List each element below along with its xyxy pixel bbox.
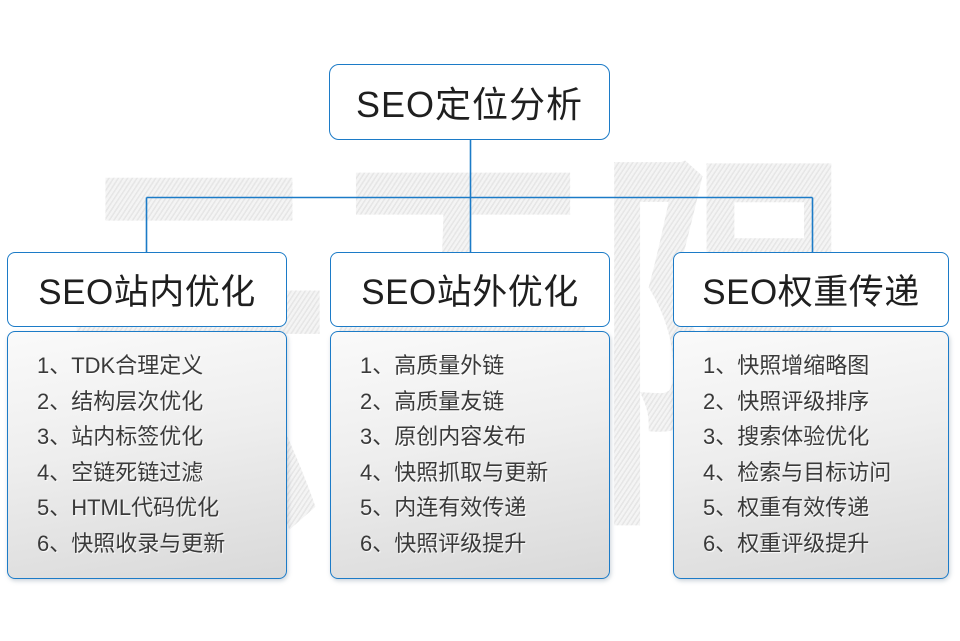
list-item: 6、权重评级提升	[703, 530, 870, 556]
list-item: 3、原创内容发布	[360, 424, 527, 449]
root-node: SEO定位分析	[329, 64, 610, 140]
list-item: 5、HTML代码优化	[37, 495, 220, 520]
list-item: 1、TDK合理定义	[37, 353, 204, 378]
list-item: 3、搜索体验优化	[703, 424, 870, 449]
list-item: 6、快照评级提升	[360, 530, 527, 556]
list-item: 4、空链死链过滤	[37, 459, 204, 485]
list-item: 6、快照收录与更新	[37, 530, 226, 556]
branch-list-onsite: 1、TDK合理定义 2、结构层次优化 3、站内标签优化 4、空链死链过滤 5、H…	[7, 331, 287, 579]
branch-title-offsite: SEO站外优化	[361, 273, 579, 312]
branch-title-weight: SEO权重传递	[702, 273, 920, 312]
branch-node-offsite: SEO站外优化	[330, 252, 610, 327]
branch-list-weight: 1、快照增缩略图 2、快照评级排序 3、搜索体验优化 4、检索与目标访问 5、权…	[673, 331, 949, 579]
branch-node-weight: SEO权重传递	[673, 252, 949, 327]
list-item: 1、高质量外链	[360, 353, 505, 378]
list-item: 2、结构层次优化	[37, 388, 204, 414]
root-node-title: SEO定位分析	[355, 84, 584, 125]
list-item: 2、快照评级排序	[703, 388, 870, 414]
list-item: 4、快照抓取与更新	[360, 459, 549, 485]
list-item: 5、权重有效传递	[703, 495, 870, 520]
list-item: 5、内连有效传递	[360, 495, 527, 520]
list-item: 1、快照增缩略图	[703, 353, 870, 378]
branch-list-offsite: 1、高质量外链 2、高质量友链 3、原创内容发布 4、快照抓取与更新 5、内连有…	[330, 331, 610, 579]
branch-node-onsite: SEO站内优化	[7, 252, 287, 327]
offsite-item-list: 1、高质量外链 2、高质量友链 3、原创内容发布 4、快照抓取与更新 5、内连有…	[331, 332, 609, 561]
onsite-item-list: 1、TDK合理定义 2、结构层次优化 3、站内标签优化 4、空链死链过滤 5、H…	[8, 332, 286, 561]
weight-item-list: 1、快照增缩略图 2、快照评级排序 3、搜索体验优化 4、检索与目标访问 5、权…	[674, 332, 948, 561]
list-item: 2、高质量友链	[360, 388, 505, 414]
list-item: 3、站内标签优化	[37, 424, 204, 449]
list-item: 4、检索与目标访问	[703, 459, 892, 485]
branch-title-onsite: SEO站内优化	[38, 273, 256, 312]
